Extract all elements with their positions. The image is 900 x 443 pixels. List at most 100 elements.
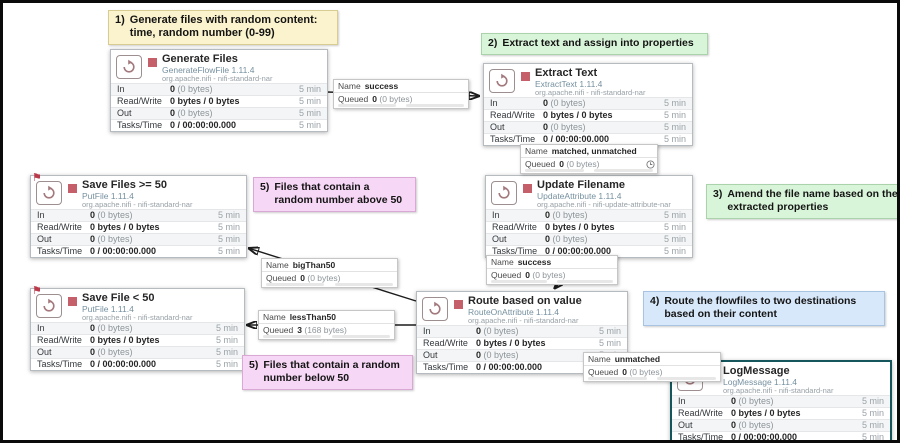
processor-title: Route based on value bbox=[468, 295, 582, 307]
processor-type: RouteOnAttribute 1.11.4 bbox=[468, 307, 560, 317]
processor-bundle: org.apache.nifi - nifi-update-attribute-… bbox=[537, 200, 671, 209]
sticky-note-above-50[interactable]: 5) Files that contain a random number ab… bbox=[253, 177, 416, 212]
processor-bundle: org.apache.nifi - nifi-standard-nar bbox=[723, 386, 834, 395]
processor-bundle: org.apache.nifi - nifi-standard-nar bbox=[162, 74, 273, 83]
processor-title: LogMessage bbox=[723, 365, 790, 377]
note-text: Files that contain a random number above… bbox=[274, 181, 403, 206]
processor-save-files-ge-50[interactable]: ⚑ Save Files >= 50 PutFile 1.11.4 org.ap… bbox=[30, 172, 247, 258]
note-number: 1) bbox=[115, 14, 125, 26]
queue-size-bars bbox=[491, 280, 613, 283]
processor-generate-files[interactable]: Generate Files GenerateFlowFile 1.11.4 o… bbox=[110, 49, 328, 132]
queue-size-bars bbox=[338, 104, 464, 107]
stopped-indicator-icon bbox=[521, 72, 530, 81]
processor-update-filename[interactable]: Update Filename UpdateAttribute 1.11.4 o… bbox=[485, 175, 693, 258]
processor-header: ⚑ Save File < 50 PutFile 1.11.4 org.apac… bbox=[31, 285, 244, 322]
note-text: Route the flowfiles to two destinations … bbox=[664, 295, 857, 320]
queue-size-bars bbox=[525, 169, 653, 172]
processor-refresh-icon bbox=[491, 181, 517, 205]
warning-flag-icon: ⚑ bbox=[32, 172, 42, 184]
processor-bundle: org.apache.nifi - nifi-standard-nar bbox=[535, 88, 646, 97]
processor-header: Generate Files GenerateFlowFile 1.11.4 o… bbox=[111, 50, 327, 83]
note-number: 3) bbox=[713, 188, 723, 200]
sticky-note-amend[interactable]: 3) Amend the file name based on the extr… bbox=[706, 184, 898, 219]
processor-save-file-lt-50[interactable]: ⚑ Save File < 50 PutFile 1.11.4 org.apac… bbox=[30, 285, 245, 371]
processor-refresh-icon bbox=[489, 69, 515, 93]
processor-type: LogMessage 1.11.4 bbox=[723, 377, 798, 387]
sticky-note-below-50[interactable]: 5) Files that contain a random number be… bbox=[242, 355, 413, 390]
note-text: Amend the file name based on the extract… bbox=[727, 188, 898, 213]
note-number: 2) bbox=[488, 37, 498, 49]
note-number: 4) bbox=[650, 295, 660, 307]
note-text: Files that contain a random number below… bbox=[263, 359, 400, 384]
processor-title: Extract Text bbox=[535, 67, 598, 79]
processor-title: Generate Files bbox=[162, 53, 238, 65]
processor-type: ExtractText 1.11.4 bbox=[535, 79, 603, 89]
note-text: Extract text and assign into properties bbox=[502, 37, 694, 49]
stopped-indicator-icon bbox=[68, 184, 77, 193]
processor-log-message[interactable]: ⚑ LogMessage LogMessage 1.11.4 org.apach… bbox=[670, 359, 892, 440]
queue-size-bars bbox=[588, 377, 716, 380]
stopped-indicator-icon bbox=[454, 300, 463, 309]
note-number: 5) bbox=[249, 359, 259, 371]
stopped-indicator-icon bbox=[68, 297, 77, 306]
processor-extract-text[interactable]: Extract Text ExtractText 1.11.4 org.apac… bbox=[483, 63, 693, 146]
processor-type: UpdateAttribute 1.11.4 bbox=[537, 191, 622, 201]
processor-refresh-icon bbox=[36, 294, 62, 318]
processor-title: Update Filename bbox=[537, 179, 626, 191]
note-text: Generate files with random content: time… bbox=[129, 14, 318, 39]
warning-flag-icon: ⚑ bbox=[32, 285, 42, 297]
stopped-indicator-icon bbox=[148, 58, 157, 67]
queue-size-bars bbox=[263, 335, 390, 338]
processor-bundle: org.apache.nifi - nifi-standard-nar bbox=[82, 313, 193, 322]
processor-header: Route based on value RouteOnAttribute 1.… bbox=[417, 292, 627, 325]
processor-header: ⚑ Save Files >= 50 PutFile 1.11.4 org.ap… bbox=[31, 172, 246, 209]
processor-header: Update Filename UpdateAttribute 1.11.4 o… bbox=[486, 176, 692, 209]
sticky-note-route[interactable]: 4) Route the flowfiles to two destinatio… bbox=[643, 291, 885, 326]
processor-type: PutFile 1.11.4 bbox=[82, 304, 134, 314]
processor-refresh-icon bbox=[36, 181, 62, 205]
note-number: 5) bbox=[260, 181, 270, 193]
processor-header: Extract Text ExtractText 1.11.4 org.apac… bbox=[484, 64, 692, 97]
processor-refresh-icon bbox=[116, 55, 142, 79]
sticky-note-generate[interactable]: 1) Generate files with random content: t… bbox=[108, 10, 338, 45]
sticky-note-extract[interactable]: 2) Extract text and assign into properti… bbox=[481, 33, 708, 55]
stopped-indicator-icon bbox=[523, 184, 532, 193]
processor-bundle: org.apache.nifi - nifi-standard-nar bbox=[82, 200, 193, 209]
